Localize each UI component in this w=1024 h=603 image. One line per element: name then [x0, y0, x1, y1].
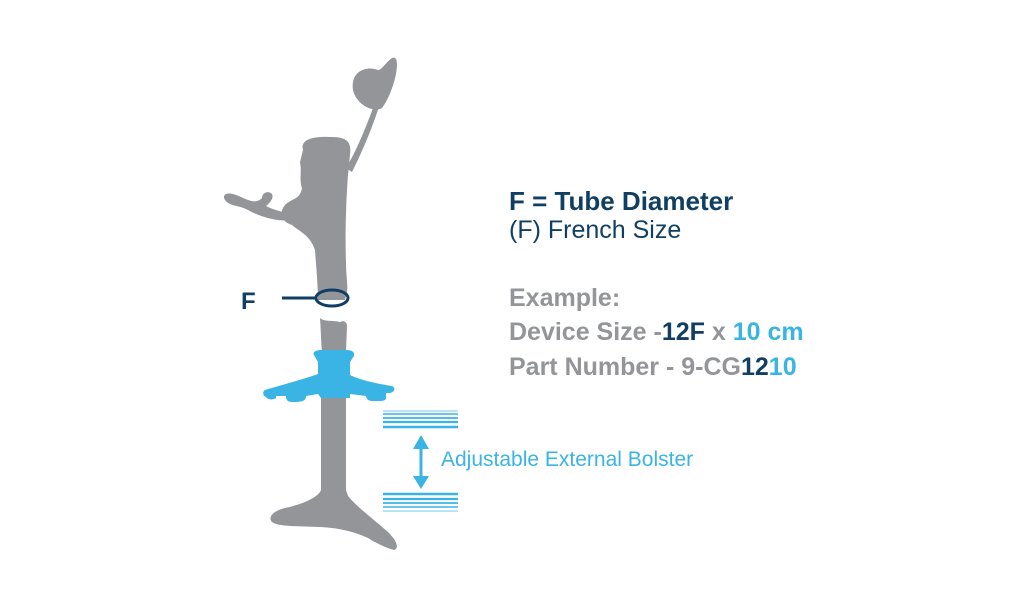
device-port-head	[223, 57, 397, 300]
bolster-position-lines-top	[383, 410, 458, 429]
example-device-size: Device Size -12F x 10 cm	[509, 318, 804, 347]
device-size-french: 12F	[661, 318, 705, 346]
part-number-prefix: Part Number - 9-CG	[509, 353, 741, 381]
part-number-length-digits: 10	[768, 353, 797, 381]
tube-break-segment	[320, 318, 347, 352]
internal-retention-foot	[270, 490, 397, 550]
f-diameter-marker	[282, 288, 350, 308]
part-number-french-digits: 12	[740, 353, 769, 381]
example-part-number: Part Number - 9-CG1210	[509, 353, 797, 382]
device-size-length: 10 cm	[732, 318, 804, 346]
lower-tube	[321, 395, 346, 495]
f-marker-label: F	[241, 288, 256, 315]
legend-title: F = Tube Diameter	[509, 186, 734, 216]
double-arrow-icon	[413, 435, 429, 489]
example-heading: Example:	[509, 284, 621, 312]
bolster-label: Adjustable External Bolster	[441, 448, 694, 471]
bolster-position-lines-bottom	[383, 492, 458, 512]
external-bolster	[263, 350, 395, 402]
device-size-separator: x	[704, 318, 733, 346]
legend-subtitle: (F) French Size	[509, 216, 682, 244]
device-size-prefix: Device Size -	[509, 318, 662, 346]
